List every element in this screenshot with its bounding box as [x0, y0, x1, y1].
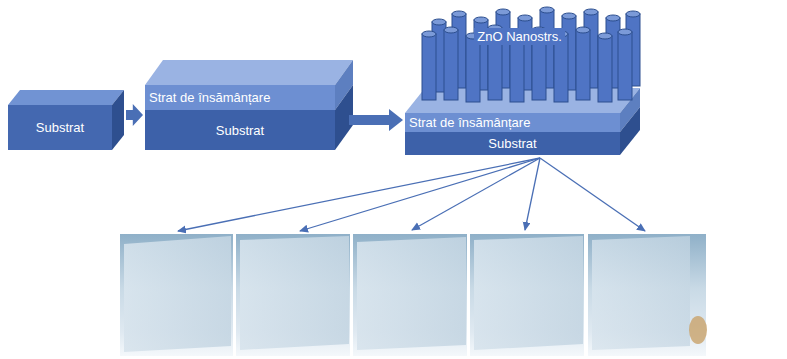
nanorod [618, 32, 632, 100]
nanorod [444, 30, 458, 100]
leader-arrows [178, 158, 645, 231]
seed-layer: Strat de însămânțare [405, 113, 620, 132]
substrate-layer: Substrat [405, 132, 620, 155]
nanorod-top [598, 33, 612, 39]
nanorod [598, 36, 612, 102]
nanorod-top [444, 27, 458, 33]
nanorod [466, 36, 480, 102]
nanorod-top [562, 13, 576, 19]
nanorod-top [422, 31, 436, 37]
nanorod-top [474, 17, 488, 23]
layer-label: Substrat [216, 123, 264, 138]
nanorod-top [584, 9, 598, 15]
nanorod-top [540, 7, 554, 13]
nanorod-top [496, 9, 510, 15]
layer-label: Strat de însămânțare [409, 115, 530, 130]
layer-label: ZnO Nanostrs. [474, 28, 565, 45]
layer-label: Substrat [36, 120, 84, 135]
sample-photos [120, 234, 707, 356]
nanostructure-region: ZnO Nanostrs. [470, 26, 569, 46]
nanorod [422, 34, 436, 100]
nanorod-top [576, 27, 590, 33]
nanorod [576, 30, 590, 100]
nanorod-top [452, 11, 466, 17]
nanorod-top [432, 19, 446, 25]
block-arrow [349, 109, 403, 131]
nanorod-top [606, 15, 620, 21]
nanorod-top [518, 15, 532, 21]
layer-label: Substrat [488, 136, 536, 151]
seed-layer: Strat de însămânțare [145, 85, 335, 110]
substrate-layer: Substrat [145, 110, 335, 150]
nanorods [422, 7, 640, 102]
block-arrow [126, 104, 143, 126]
substrate-layer: Substrat [8, 105, 112, 150]
nanorod-top [626, 11, 640, 17]
layer-label: Strat de însămânțare [149, 90, 270, 105]
nanorod-top [618, 29, 632, 35]
